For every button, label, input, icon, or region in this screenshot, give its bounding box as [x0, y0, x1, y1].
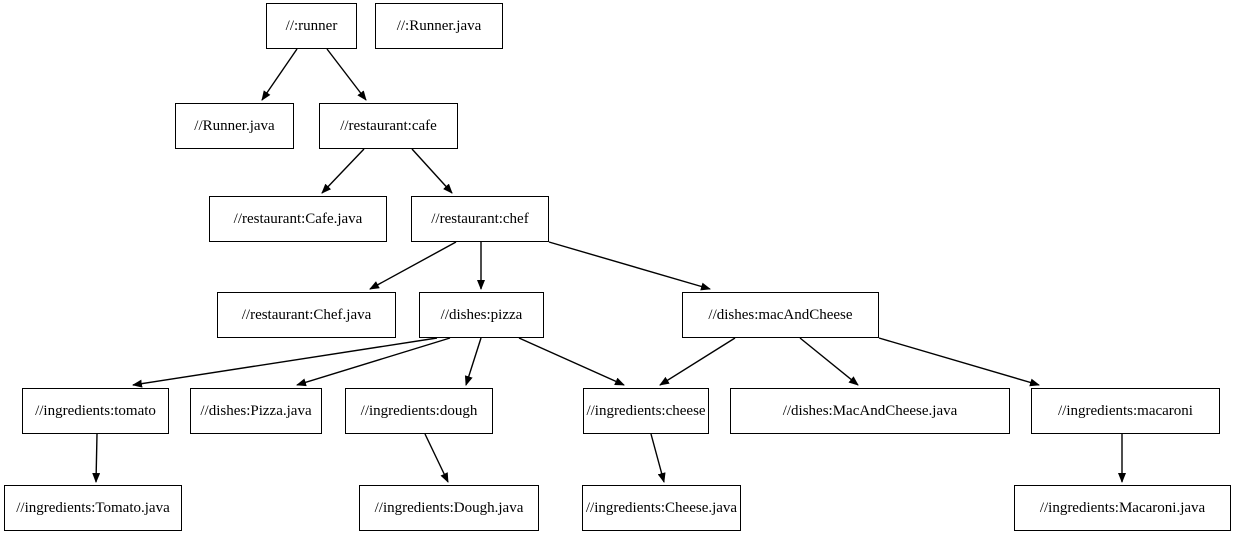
- graph-node-label: //Runner.java: [194, 117, 275, 134]
- graph-node-label: //ingredients:Tomato.java: [16, 499, 170, 516]
- graph-node-runner[interactable]: //:runner: [266, 3, 357, 49]
- graph-node-runner_java[interactable]: //Runner.java: [175, 103, 294, 149]
- graph-edge-restaurant_chef-to-dishes_macandcheese: [548, 241, 711, 291]
- graph-edge-dishes_macandcheese-to-dishes_macandcheese_java: [799, 337, 859, 386]
- graph-edge-dishes_pizza-to-dishes_pizza_java: [296, 337, 451, 387]
- graph-node-label: //ingredients:Cheese.java: [585, 499, 738, 516]
- graph-edge-dishes_macandcheese-to-ing_cheese: [659, 337, 736, 386]
- graph-node-ing_macaroni_java[interactable]: //ingredients:Macaroni.java: [1014, 485, 1231, 531]
- graph-node-label: //ingredients:tomato: [35, 402, 156, 419]
- graph-node-dishes_macandcheese[interactable]: //dishes:macAndCheese: [682, 292, 879, 338]
- graph-node-ing_dough[interactable]: //ingredients:dough: [345, 388, 493, 434]
- graph-node-label: //restaurant:cafe: [340, 117, 437, 134]
- graph-node-label: //ingredients:Macaroni.java: [1039, 499, 1206, 516]
- graph-node-label: //dishes:macAndCheese: [708, 306, 853, 323]
- graph-node-dishes_macandcheese_java[interactable]: //dishes:MacAndCheese.java: [730, 388, 1010, 434]
- graph-node-label: //restaurant:Cafe.java: [233, 210, 363, 227]
- graph-edge-dishes_pizza-to-ing_tomato: [132, 337, 438, 388]
- graph-node-ing_macaroni[interactable]: //ingredients:macaroni: [1031, 388, 1220, 434]
- graph-node-ing_tomato[interactable]: //ingredients:tomato: [22, 388, 169, 434]
- graph-node-label: //ingredients:macaroni: [1058, 402, 1193, 419]
- graph-node-dishes_pizza_java[interactable]: //dishes:Pizza.java: [190, 388, 322, 434]
- graph-node-restaurant_chef_java[interactable]: //restaurant:Chef.java: [217, 292, 396, 338]
- graph-node-restaurant_cafe_java[interactable]: //restaurant:Cafe.java: [209, 196, 387, 242]
- graph-edge-ing_dough-to-ing_dough_java: [424, 433, 449, 483]
- graph-node-restaurant_cafe[interactable]: //restaurant:cafe: [319, 103, 458, 149]
- graph-node-label: //dishes:pizza: [440, 306, 523, 323]
- graph-node-ing_cheese_java[interactable]: //ingredients:Cheese.java: [582, 485, 741, 531]
- graph-node-ing_tomato_java[interactable]: //ingredients:Tomato.java: [4, 485, 182, 531]
- graph-node-label: //ingredients:Dough.java: [374, 499, 524, 516]
- graph-node-label: //dishes:MacAndCheese.java: [782, 402, 958, 419]
- graph-edge-runner-to-runner_java: [261, 48, 298, 101]
- graph-edge-dishes_pizza-to-ing_dough: [464, 337, 482, 386]
- graph-edge-restaurant_cafe-to-restaurant_cafe_java: [321, 148, 365, 194]
- graph-node-label: //restaurant:Chef.java: [241, 306, 372, 323]
- graph-node-label: //dishes:Pizza.java: [200, 402, 312, 419]
- graph-edge-restaurant_cafe-to-restaurant_chef: [411, 148, 453, 194]
- graph-node-label: //ingredients:cheese: [586, 402, 706, 419]
- graph-node-ing_dough_java[interactable]: //ingredients:Dough.java: [359, 485, 539, 531]
- graph-node-label: //:runner: [285, 17, 338, 34]
- graph-node-label: //:Runner.java: [396, 17, 482, 34]
- graph-edge-ing_tomato-to-ing_tomato_java: [92, 433, 101, 483]
- graph-node-ing_cheese[interactable]: //ingredients:cheese: [583, 388, 709, 434]
- graph-node-dishes_pizza[interactable]: //dishes:pizza: [419, 292, 544, 338]
- graph-edge-ing_cheese-to-ing_cheese_java: [650, 433, 666, 483]
- graph-edge-dishes_pizza-to-ing_cheese: [518, 337, 625, 386]
- graph-edge-dishes_macandcheese-to-ing_macaroni: [878, 337, 1040, 387]
- graph-node-label: //ingredients:dough: [360, 402, 478, 419]
- graph-edge-runner-to-restaurant_cafe: [326, 48, 367, 101]
- graph-node-root_runner_java[interactable]: //:Runner.java: [375, 3, 503, 49]
- graph-node-restaurant_chef[interactable]: //restaurant:chef: [411, 196, 549, 242]
- graph-edge-restaurant_chef-to-restaurant_chef_java: [369, 241, 457, 290]
- graph-node-label: //restaurant:chef: [431, 210, 529, 227]
